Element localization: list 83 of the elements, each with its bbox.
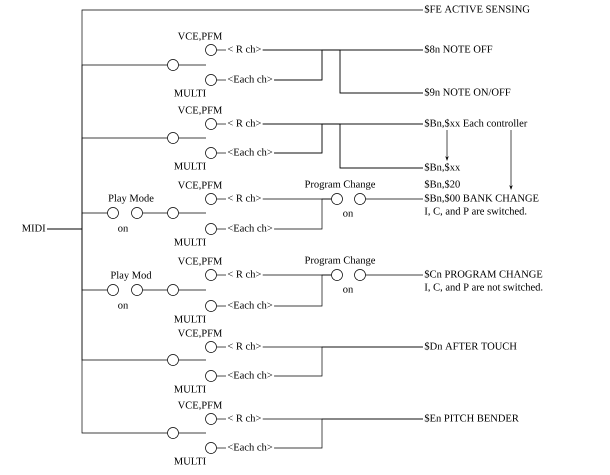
connector-line <box>274 274 332 306</box>
connector-line <box>216 198 226 200</box>
switch-label: MULTI <box>174 386 206 393</box>
switch-label: on <box>343 288 354 293</box>
switch-contact <box>205 300 217 312</box>
switch-label: on <box>118 226 128 232</box>
switch-contact <box>205 413 217 425</box>
switch-contact <box>205 193 217 205</box>
switch-label: VCE,PFM <box>178 32 222 42</box>
switch-contact <box>107 284 119 296</box>
switch-contact <box>131 207 143 219</box>
switch-label: MULTI <box>174 316 206 323</box>
switch-contact <box>167 354 179 366</box>
switch-contact <box>205 223 217 235</box>
channel-label: < R ch> <box>228 45 261 53</box>
switch-contact <box>205 44 217 56</box>
switch-contact <box>205 442 217 454</box>
switch-label: VCE,PFM <box>178 182 222 190</box>
message-label: $Bn,$20 <box>424 180 460 190</box>
switch-contact <box>331 193 343 205</box>
connector-line <box>366 198 424 200</box>
switch-contact <box>205 147 217 159</box>
connector-line <box>274 418 424 448</box>
switch-contact <box>205 118 217 130</box>
connector-line <box>216 418 226 420</box>
switch-label: Program Change <box>304 256 376 266</box>
switch-contact <box>205 74 217 86</box>
switch-contact <box>331 269 343 281</box>
channel-label: < R ch> <box>228 342 261 350</box>
switch-contact <box>205 269 217 281</box>
switch-contact <box>205 370 217 382</box>
channel-label: < R ch> <box>228 119 261 127</box>
connector-line <box>216 346 226 348</box>
channel-label: <Each ch> <box>228 224 272 232</box>
switch-contact <box>205 341 217 353</box>
channel-label: < R ch> <box>228 270 261 278</box>
message-label: $En PITCH BENDER <box>424 414 519 422</box>
channel-label: < R ch> <box>228 414 261 422</box>
connector-line <box>274 198 332 230</box>
switch-contact <box>354 269 366 281</box>
connector-line <box>216 274 226 276</box>
switch-label: MULTI <box>174 238 206 246</box>
switch-label: VCE,PFM <box>178 402 222 410</box>
message-label: $9n NOTE ON/OFF <box>424 88 510 96</box>
switch-label: MULTI <box>174 458 206 465</box>
channel-label: < R ch> <box>228 194 261 202</box>
switch-contact <box>167 132 179 144</box>
switch-contact <box>107 207 119 219</box>
message-label: $8n NOTE OFF <box>424 44 492 54</box>
switch-contact <box>167 59 179 71</box>
midi-label: MIDI <box>22 224 46 232</box>
connector-line <box>216 152 226 154</box>
connector-line <box>142 212 168 214</box>
connector-line <box>216 228 226 230</box>
switch-label: Program Change <box>304 180 376 190</box>
message-label: $Cn PROGRAM CHANGE I, C, and P are not switched. <box>424 270 542 292</box>
switch-label: Play Mod <box>110 271 152 281</box>
connector-line <box>274 346 424 376</box>
switch-contact <box>167 207 179 219</box>
switch-label: MULTI <box>174 162 206 170</box>
connector-line <box>46 228 168 434</box>
message-label: $Bn,$xx Each controller <box>424 118 528 128</box>
message-label: $Bn,$00 BANK CHANGE I, C, and P are switched. <box>424 194 538 216</box>
switch-label: on <box>118 304 128 309</box>
switch-label: VCE,PFM <box>178 330 222 338</box>
switch-contact <box>131 284 143 296</box>
switch-contact <box>167 427 179 439</box>
channel-label: <Each ch> <box>228 371 272 379</box>
switch-contact <box>354 193 366 205</box>
switch-label: VCE,PFM <box>178 106 222 116</box>
switch-label: MULTI <box>174 90 206 97</box>
message-label: $FE ACTIVE SENSING <box>424 4 530 14</box>
switch-label: on <box>343 212 354 217</box>
message-label: $Bn,$xx <box>424 162 460 172</box>
channel-label: <Each ch> <box>228 75 272 83</box>
switch-label: VCE,PFM <box>178 258 222 266</box>
channel-label: <Each ch> <box>228 443 272 451</box>
switch-contact <box>167 284 179 296</box>
message-label: $Dn AFTER TOUCH <box>424 342 517 350</box>
channel-label: <Each ch> <box>228 148 272 156</box>
connector-line <box>366 274 424 276</box>
switch-label: Play Mode <box>108 194 154 204</box>
channel-label: <Each ch> <box>228 301 272 309</box>
